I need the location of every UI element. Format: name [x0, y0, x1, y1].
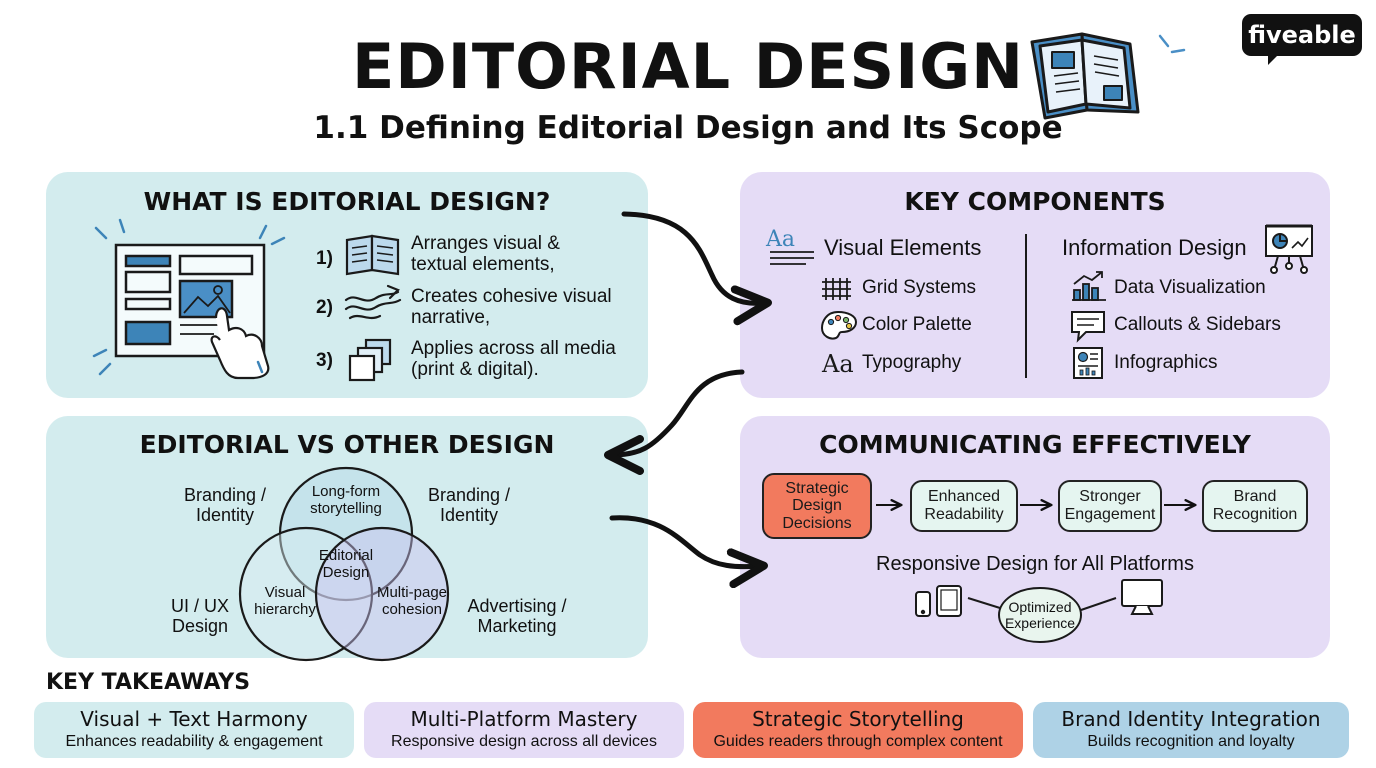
item-grid-systems: Grid Systems	[862, 277, 977, 298]
list-item-creates: Creates cohesive visual narrative,	[411, 286, 612, 329]
venn-label-multi-page: Multi-page cohesion	[376, 584, 448, 618]
bar-chart-icon	[1072, 271, 1106, 301]
venn-label-editorial: Editorial Design	[318, 547, 374, 581]
infographic-icon	[1073, 347, 1103, 379]
list-item-applies: Applies across all media (print & digita…	[411, 338, 616, 381]
visual-elements-heading: Visual Elements	[824, 235, 982, 260]
takeaway-title: Multi-Platform Mastery	[410, 707, 638, 731]
grid-icon	[822, 278, 851, 300]
arrow-vs-to-communicating	[609, 515, 768, 589]
list-item-arranges: Arranges visual & textual elements,	[411, 233, 560, 276]
takeaway-title: Strategic Storytelling	[752, 707, 964, 731]
desktop-icon	[1121, 579, 1163, 615]
takeaway-sub: Guides readers through complex content	[713, 733, 1003, 750]
text-lines-icon: Aa	[765, 227, 814, 265]
flow-step-readability: Enhanced Readability	[910, 480, 1018, 532]
label-branding-left: Branding / Identity	[183, 485, 267, 526]
takeaway-card-brand-identity: Brand Identity Integration Builds recogn…	[1033, 702, 1349, 758]
tablet-icon	[936, 585, 962, 617]
item-infographics: Infographics	[1114, 352, 1218, 373]
callout-icon	[1071, 311, 1105, 343]
takeaway-card-storytelling: Strategic Storytelling Guides readers th…	[693, 702, 1023, 758]
takeaway-sub: Builds recognition and loyalty	[1087, 733, 1295, 750]
takeaways-heading: KEY TAKEAWAYS	[46, 670, 251, 695]
item-callouts-sidebars: Callouts & Sidebars	[1114, 314, 1281, 335]
venn-label-visual-hierarchy: Visual hierarchy	[254, 584, 316, 618]
responsive-heading: Responsive Design for All Platforms	[876, 553, 1194, 575]
list-number-3: 3)	[316, 350, 333, 371]
wave-icon	[344, 284, 402, 320]
takeaway-title: Visual + Text Harmony	[80, 707, 308, 731]
svg-text:Aa: Aa	[765, 227, 795, 252]
label-advertising: Advertising / Marketing	[467, 596, 567, 637]
brand-logo-tail	[1268, 53, 1280, 65]
venn-diagram	[238, 466, 450, 662]
label-branding-right: Branding / Identity	[427, 485, 511, 526]
panel-title-vs-other: EDITORIAL VS OTHER DESIGN	[139, 430, 555, 459]
device-connector-left	[967, 597, 1001, 609]
panel-title-communicating: COMMUNICATING EFFECTIVELY	[819, 430, 1251, 459]
page-title: EDITORIAL DESIGN	[351, 30, 1025, 103]
monitor-layout-icon	[114, 243, 270, 380]
optimized-experience-label: Optimized Experience	[1004, 599, 1076, 631]
venn-label-long-form: Long-form storytelling	[310, 483, 382, 517]
item-data-visualization: Data Visualization	[1114, 277, 1266, 298]
takeaway-card-visual-text: Visual + Text Harmony Enhances readabili…	[34, 702, 354, 758]
takeaway-sub: Responsive design across all devices	[391, 733, 657, 750]
brand-logo: fiveable	[1242, 14, 1362, 56]
book-icon	[345, 234, 400, 276]
list-number-1: 1)	[316, 248, 333, 269]
panel-key-components: KEY COMPONENTS	[740, 172, 1330, 398]
takeaway-sub: Enhances readability & engagement	[65, 733, 323, 750]
optimized-ellipse	[998, 587, 1082, 643]
arrow-what-to-components	[621, 211, 772, 326]
takeaway-title: Brand Identity Integration	[1061, 707, 1321, 731]
layers-icon	[348, 338, 392, 382]
flow-step-engagement: Stronger Engagement	[1058, 480, 1162, 532]
flow-step-strategic: Strategic Design Decisions	[762, 473, 872, 539]
palette-icon	[820, 310, 858, 340]
panel-title-key-components: KEY COMPONENTS	[904, 187, 1166, 216]
phone-icon	[915, 591, 931, 617]
list-number-2: 2)	[316, 297, 333, 318]
arrow-components-to-vs	[604, 369, 745, 475]
device-connector-right	[1080, 597, 1117, 611]
takeaway-card-multi-platform: Multi-Platform Mastery Responsive design…	[364, 702, 684, 758]
panel-title-what-is: WHAT IS EDITORIAL DESIGN?	[143, 187, 551, 216]
panel-what-is: WHAT IS EDITORIAL DESIGN?	[46, 172, 648, 398]
information-design-heading: Information Design	[1062, 235, 1247, 260]
item-color-palette: Color Palette	[862, 314, 972, 335]
presentation-chart-icon	[1265, 224, 1313, 274]
page-subtitle: 1.1 Defining Editorial Design and Its Sc…	[313, 110, 1063, 146]
typography-icon: Aa	[821, 350, 854, 378]
flow-step-recognition: Brand Recognition	[1202, 480, 1308, 532]
open-book-icon	[1030, 32, 1140, 120]
label-ui-ux: UI / UX Design	[170, 596, 229, 637]
item-typography: Typography	[862, 352, 962, 373]
